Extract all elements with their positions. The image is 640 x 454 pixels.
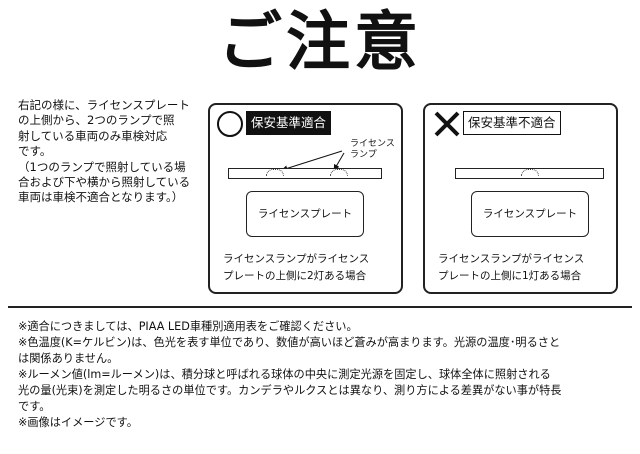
compliant-label: 保安基準適合 <box>246 111 332 135</box>
license-plate: ライセンスプレート <box>246 191 364 237</box>
callout-line: ランプ <box>350 150 377 160</box>
noncompliant-label: 保安基準不適合 <box>463 111 561 135</box>
noncompliant-panel: 保安基準不適合 ライセンスプレート ライセンスランプがライセンス プレートの上側… <box>423 103 618 294</box>
caption-line: プレートの上側に1灯ある場合 <box>438 270 582 282</box>
compliant-panel: 保安基準適合 ライセンス ランプ ライセンスプレート ライセンスランプがライセン… <box>208 103 403 294</box>
footnote-line: は関係ありません。 <box>18 352 119 365</box>
license-plate: ライセンスプレート <box>471 191 589 237</box>
intro-line: 射している車両のみ車検対応 <box>18 128 168 143</box>
caption-line: ライセンスランプがライセンス <box>223 253 370 265</box>
footnote-line: ※適合につきましては、PIAA LED車種別適用表をご確認ください。 <box>18 320 358 333</box>
circle-mark-icon <box>217 111 243 137</box>
intro-line: です。 <box>18 144 52 159</box>
license-lamp-icon <box>266 169 284 176</box>
caption-line: プレートの上側に2灯ある場合 <box>223 270 367 282</box>
lamp-bar <box>228 168 382 179</box>
license-lamp-icon <box>330 169 348 176</box>
intro-line: 右記の様に、ライセンスプレート <box>18 98 190 112</box>
intro-text: 右記の様に、ライセンスプレート の上側から、2つのランプで照 射している車両のみ… <box>18 98 206 206</box>
cross-mark-icon <box>434 111 460 137</box>
intro-note-line: 車両は車検不適合となります。） <box>18 190 184 205</box>
footnote-line: 光の量(光束)を測定した明るさの単位です。カンデラやルクスとは異なり、測り方によ… <box>18 384 562 397</box>
intro-note-line: （1つのランプで照射している場 <box>18 159 186 174</box>
footnotes: ※適合につきましては、PIAA LED車種別適用表をご確認ください。 ※色温度(… <box>18 319 630 431</box>
lamp-bar <box>455 168 604 179</box>
callout-line: ライセンス <box>350 139 395 149</box>
footnote-line: ※ルーメン値(lm=ルーメン)は、積分球と呼ばれる球体の中央に測定光源を固定し、… <box>18 368 551 381</box>
intro-line: の上側から、2つのランプで照 <box>18 113 175 128</box>
noncompliant-caption: ライセンスランプがライセンス プレートの上側に1灯ある場合 <box>438 251 608 285</box>
compliant-caption: ライセンスランプがライセンス プレートの上側に2灯ある場合 <box>223 251 393 285</box>
footnote-line: です。 <box>18 400 51 413</box>
footnote-line: ※色温度(K=ケルビン)は、色光を表す単位であり、数値が高いほど蒼みが高まります… <box>18 336 561 349</box>
divider <box>8 306 632 308</box>
license-lamp-icon <box>521 169 539 176</box>
footnote-line: ※画像はイメージです。 <box>18 416 138 429</box>
caption-line: ライセンスランプがライセンス <box>438 253 585 265</box>
intro-note-line: 合および下や横から照射している <box>18 175 191 190</box>
page-title: ご注意 <box>218 6 422 80</box>
lamp-callout: ライセンス ランプ <box>350 139 395 161</box>
